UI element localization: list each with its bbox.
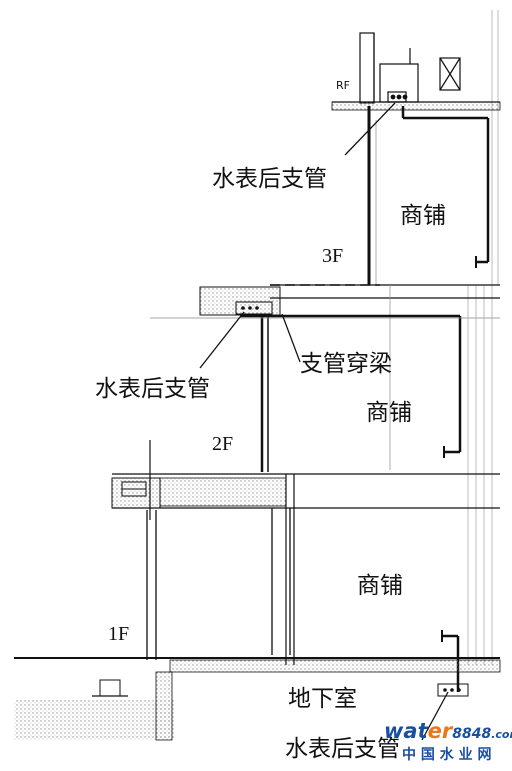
floor-label-3f: 3F xyxy=(322,245,344,267)
right-outer-wall xyxy=(467,10,499,665)
slab-2f xyxy=(111,440,500,665)
ground-and-basement xyxy=(14,657,501,741)
floor-label-2f: 2F xyxy=(212,433,234,455)
slab-3f xyxy=(199,284,500,470)
watermark-brand-num: 8848 xyxy=(452,726,492,742)
pipes-2f xyxy=(235,301,462,472)
meter-box-2f xyxy=(121,481,147,497)
watermark-brand-part1: wat xyxy=(384,719,428,743)
shop-label-3f: 商铺 xyxy=(400,203,446,229)
branch-through-beam-label: 支管穿梁 xyxy=(300,351,392,377)
shop-label-1f: 商铺 xyxy=(357,573,403,599)
watermark-cn-text: 中 国 水 业 网 xyxy=(402,747,492,763)
watermark-brand-suffix: .com xyxy=(491,728,512,741)
rf-roof-structure xyxy=(331,32,501,111)
walls-1f xyxy=(146,508,291,660)
meter-branch-label-bottom: 水表后支管 xyxy=(285,736,400,762)
meter-branch-label-mid: 水表后支管 xyxy=(95,376,210,402)
watermark-brand-part2: er xyxy=(427,719,453,743)
pipes-3f xyxy=(367,106,490,285)
leader-lines xyxy=(199,102,449,741)
rf-label: RF xyxy=(336,79,350,92)
shop-label-2f: 商铺 xyxy=(366,400,412,426)
basement-label: 地下室 xyxy=(288,686,357,712)
meter-branch-label-top: 水表后支管 xyxy=(212,166,327,192)
floor-label-1f: 1F xyxy=(108,623,130,645)
watermark-logo: water8848.com xyxy=(384,721,512,742)
